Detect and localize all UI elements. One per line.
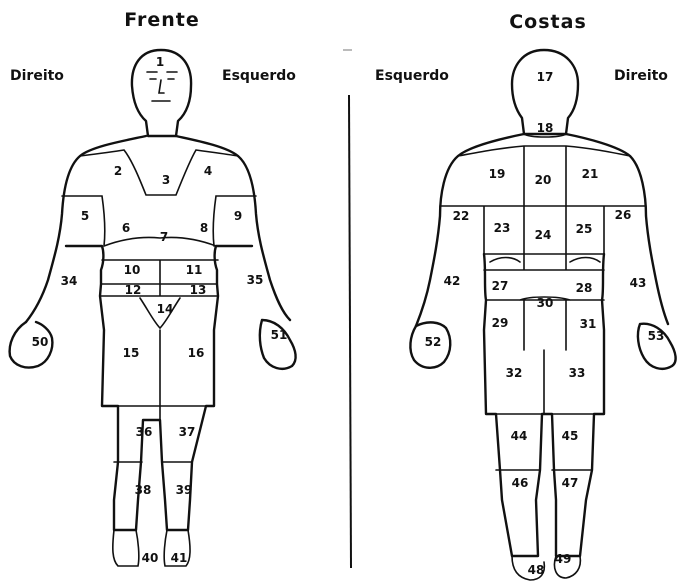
front-figure	[10, 50, 296, 566]
region-label: 12	[125, 283, 142, 297]
region-label: 40	[142, 551, 159, 565]
region-label: 8	[200, 221, 208, 235]
region-label: 37	[179, 425, 196, 439]
front-right-label: Direito	[10, 68, 64, 84]
back-right-label: Direito	[614, 68, 668, 84]
region-label: 32	[506, 366, 523, 380]
region-label: 20	[535, 173, 552, 187]
region-label: 3	[162, 173, 170, 187]
back-body-outline	[416, 134, 668, 556]
front-region-labels: 1 2 3 4 5 6 7 8 9 10 11 12 13 14 15 16 3…	[32, 55, 288, 565]
region-label: 27	[492, 279, 509, 293]
region-label: 28	[576, 281, 593, 295]
center-divider	[349, 95, 351, 568]
region-label: 53	[648, 329, 665, 343]
region-label: 16	[188, 346, 205, 360]
back-title: Costas	[509, 11, 587, 33]
region-label: 38	[135, 483, 152, 497]
region-label: 31	[580, 317, 597, 331]
region-label: 48	[528, 563, 545, 577]
region-label: 41	[171, 551, 188, 565]
region-label: 13	[190, 283, 207, 297]
region-label: 42	[444, 274, 461, 288]
region-label: 18	[537, 121, 554, 135]
region-label: 5	[81, 209, 89, 223]
region-label: 25	[576, 222, 593, 236]
region-label: 1	[156, 55, 164, 69]
region-label: 39	[176, 483, 193, 497]
region-label: 2	[114, 164, 122, 178]
region-label: 52	[425, 335, 442, 349]
region-label: 45	[562, 429, 579, 443]
front-left-label: Esquerdo	[222, 68, 296, 84]
region-label: 11	[186, 263, 203, 277]
region-label: 6	[122, 221, 130, 235]
region-label: 47	[562, 476, 579, 490]
region-label: 22	[453, 209, 470, 223]
region-label: 49	[555, 552, 572, 566]
region-label: 29	[492, 316, 509, 330]
region-label: 7	[160, 230, 168, 244]
back-left-label: Esquerdo	[375, 68, 449, 84]
region-label: 50	[32, 335, 49, 349]
region-label: 17	[537, 70, 554, 84]
region-label: 51	[271, 328, 288, 342]
region-label: 35	[247, 273, 264, 287]
region-label: 24	[535, 228, 552, 242]
region-label: 14	[157, 302, 174, 316]
region-label: 21	[582, 167, 599, 181]
region-label: 33	[569, 366, 586, 380]
region-label: 19	[489, 167, 506, 181]
region-label: 43	[630, 276, 647, 290]
front-face-features	[147, 72, 177, 101]
region-label: 9	[234, 209, 242, 223]
region-label: 34	[61, 274, 78, 288]
region-label: 44	[511, 429, 528, 443]
region-label: 46	[512, 476, 529, 490]
region-label: 15	[123, 346, 140, 360]
region-label: 30	[537, 296, 554, 310]
region-label: 36	[136, 425, 153, 439]
region-label: 23	[494, 221, 511, 235]
front-title: Frente	[124, 9, 200, 31]
region-label: 26	[615, 208, 632, 222]
region-label: 10	[124, 263, 141, 277]
region-label: 4	[204, 164, 212, 178]
